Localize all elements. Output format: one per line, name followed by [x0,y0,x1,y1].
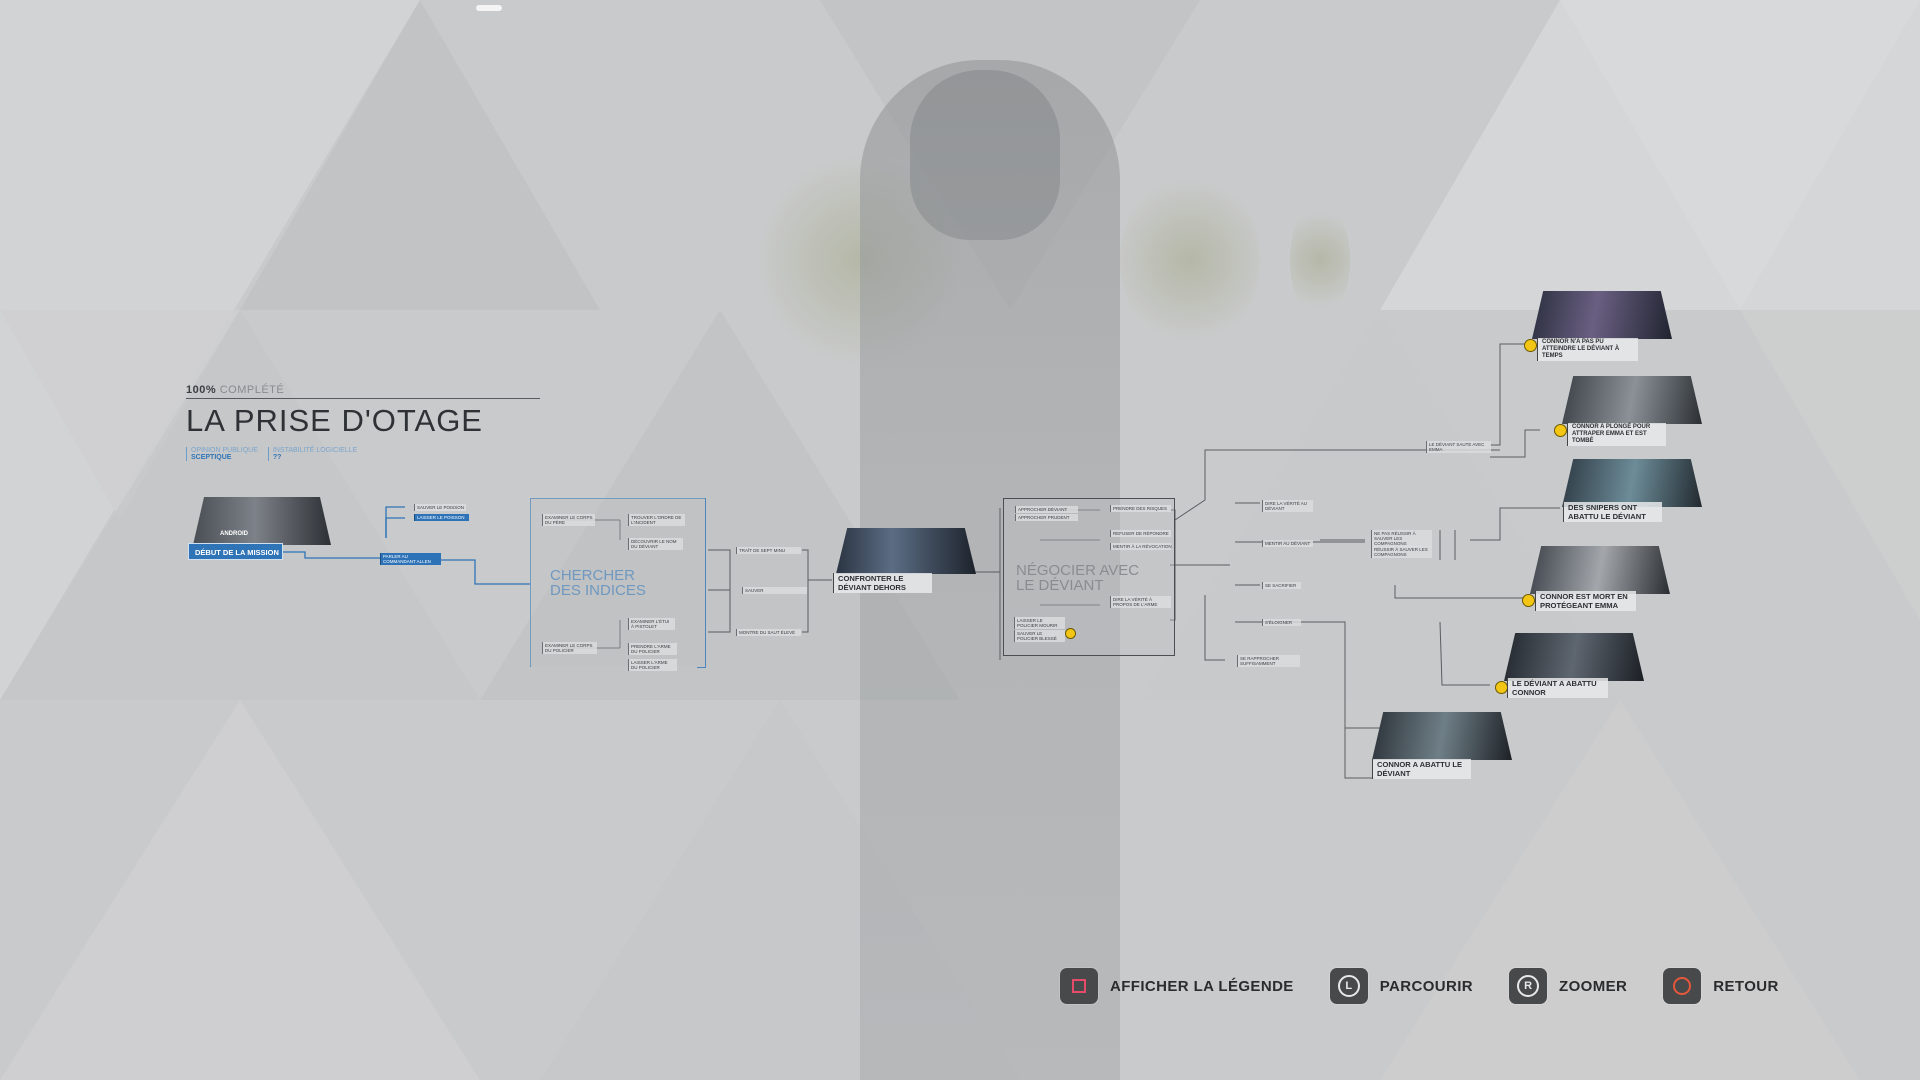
completion-label: COMPLÉTÉ [219,384,285,396]
node-succeed-save[interactable]: RÉUSSIR À SAUVER LES COMPAGNONS [1371,546,1432,558]
control-back[interactable]: RETOUR [1663,968,1778,1004]
thumb-confront-outside[interactable] [836,528,976,574]
right-stick-icon: R [1509,968,1548,1004]
section-panel-negotiate [1003,498,1175,656]
control-label: ZOOMER [1559,977,1628,995]
stat-value: ?? [272,454,282,461]
ending-label-4: CONNOR EST MORT EN PROTÉGEANT EMMA [1535,591,1636,611]
node-leave-gun[interactable]: LAISSER L'ARME DU POLICIER [628,659,677,671]
ending-label-3: DES SNIPERS ONT ABATTU LE DÉVIANT [1563,502,1662,522]
node-approach-careful[interactable]: APPROCHER PRUDENT [1015,514,1078,521]
yellow-lock-icon [1522,594,1535,607]
ending-label-5: LE DÉVIANT A ABATTU CONNOR [1507,678,1608,698]
section-bracket-clues [530,498,706,667]
circle-button-icon [1663,968,1702,1004]
ending-label-1: CONNOR N'A PAS PU ATTEINDRE LE DÉVIANT À… [1537,338,1638,361]
controls-bar: AFFICHER LA LÉGENDE L PARCOURIR R ZOOMER… [1060,968,1815,1004]
ending-label-6: CONNOR A ABATTU LE DÉVIANT [1372,759,1471,779]
node-deviant-jumps[interactable]: LE DÉVIANT SAUTE AVEC EMMA [1426,441,1491,453]
section-search-clues[interactable]: CHERCHER DES INDICES [550,567,646,599]
thumb-ending-1[interactable] [1532,291,1672,339]
node-save-officer[interactable]: SAUVER LE POLICIER BLESSÉ [1014,630,1065,642]
thumb-badge: ANDROID [220,531,248,537]
node-find-incident[interactable]: TROUVER L'ORDRE DE L'INCIDENT [628,514,685,526]
node-tell-truth[interactable]: DIRE LA VÉRITÉ AU DÉVIANT [1262,500,1313,512]
node-seven-minutes[interactable]: TRAÎT DE SEPT MINU [736,547,801,554]
node-lie-revocation[interactable]: MENTIR À LA RÉVOCATION [1110,543,1172,550]
section-panel-clues [530,498,705,666]
node-deviant-name[interactable]: DÉCOUVRIR LE NOM DU DÉVIANT [628,538,683,550]
node-fail-save[interactable]: NE PAS RÉUSSIR À SAUVER LES COMPAGNONS [1371,530,1432,547]
node-high-jump[interactable]: MONTRE DU SAUT ÉLEVÉ [736,629,801,636]
node-get-close[interactable]: SE RAPPROCHER SUFFISAMMENT [1237,655,1300,667]
ceiling-light [476,5,502,11]
thumb-ending-2[interactable] [1562,376,1702,424]
node-take-gun[interactable]: PRENDRE L'ARME DU POLICIER [628,643,677,655]
node-save-fish[interactable]: SAUVER LE POISSON [414,504,467,511]
completion-percent: 100% [186,384,217,396]
stat-public-opinion: OPINION PUBLIQUE SCEPTIQUE [186,447,258,461]
yellow-lock-icon [1065,628,1076,639]
control-zoom[interactable]: R ZOOMER [1509,968,1627,1004]
thumb-mission-start[interactable]: ANDROID [193,497,331,545]
node-examine-father[interactable]: EXAMINER LE CORPS DU PÈRE [542,514,595,526]
node-truth-gun[interactable]: DIRE LA VÉRITÉ À PROPOS DE L'ARME [1110,596,1171,608]
node-sacrifice[interactable]: SE SACRIFIER [1262,582,1301,589]
node-approach-deviant[interactable]: APPROCHER DÉVIANT [1015,506,1078,513]
node-let-officer-die[interactable]: LAISSER LE POLICIER MOURIR [1014,617,1065,629]
stat-key: INSTABILITÉ LOGICIELLE [272,447,358,454]
square-button-icon [1060,968,1098,1004]
stat-value: SCEPTIQUE [191,454,232,461]
control-label: RETOUR [1713,977,1779,995]
node-holster[interactable]: EXAMINER L'ÉTUI À PISTOLET [628,618,675,630]
node-mission-start[interactable]: DÉBUT DE LA MISSION [188,543,283,560]
thumb-ending-5[interactable] [1504,633,1644,681]
control-label: AFFICHER LA LÉGENDE [1110,977,1294,995]
yellow-lock-icon [1524,339,1537,352]
control-show-legend[interactable]: AFFICHER LA LÉGENDE [1060,968,1294,1004]
node-talk-captain[interactable]: PARLER AU COMMANDANT ALLEN [380,553,441,565]
node-examine-officer[interactable]: EXAMINER LE CORPS DU POLICIER [542,642,597,654]
node-lie-deviant[interactable]: MENTIR AU DÉVIANT [1262,540,1313,547]
stat-key: OPINION PUBLIQUE [191,447,258,454]
section-bracket-clues-right [697,498,706,668]
thumb-ending-4[interactable] [1530,546,1670,594]
control-label: PARCOURIR [1379,977,1474,995]
chapter-stats: OPINION PUBLIQUE SCEPTIQUE INSTABILITÉ L… [186,447,540,461]
stat-software-instability: INSTABILITÉ LOGICIELLE ?? [267,447,358,461]
chapter-header: 100% COMPLÉTÉ LA PRISE D'OTAGE OPINION P… [186,384,540,461]
ending-label-2: CONNOR A PLONGÉ POUR ATTRAPER EMMA ET ES… [1567,423,1666,446]
node-take-risks[interactable]: PRENDRE DES RISQUES [1110,505,1171,512]
yellow-lock-icon [1554,424,1567,437]
thumb-ending-3[interactable] [1562,459,1702,507]
node-refuse-answer[interactable]: REFUSER DE RÉPONDRE [1110,530,1171,537]
chapter-title: LA PRISE D'OTAGE [186,403,483,438]
completion-text: 100% COMPLÉTÉ [186,384,540,396]
node-save[interactable]: SAUVER [742,587,807,594]
node-leave-fish[interactable]: LAISSER LE POISSON [414,514,469,521]
header-rule [186,398,540,399]
node-move-away[interactable]: S'ÉLOIGNER [1262,619,1301,626]
control-browse[interactable]: L PARCOURIR [1329,968,1474,1004]
thumb-ending-6[interactable] [1372,712,1512,760]
section-negotiate[interactable]: NÉGOCIER AVEC LE DÉVIANT [1016,562,1140,594]
node-confront-outside[interactable]: CONFRONTER LE DÉVIANT DEHORS [833,573,932,593]
left-stick-icon: L [1329,968,1368,1004]
